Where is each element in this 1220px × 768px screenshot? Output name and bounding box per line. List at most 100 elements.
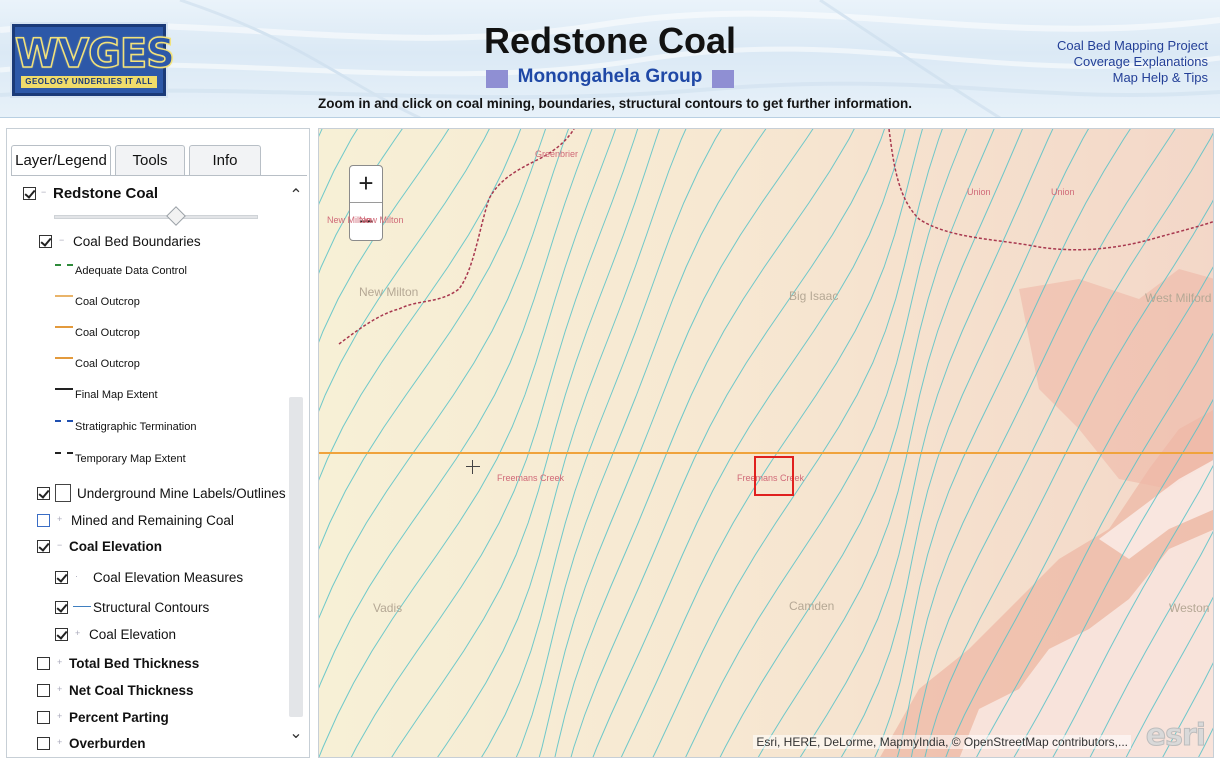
legend-label: Stratigraphic Termination: [75, 421, 197, 433]
subtitle-square-icon: [486, 70, 508, 88]
contour-line[interactable]: [550, 129, 865, 758]
contour-line[interactable]: [565, 129, 892, 758]
transparency-slider-track[interactable]: [54, 215, 258, 219]
contour-line[interactable]: [611, 129, 929, 758]
contour-line[interactable]: [319, 129, 577, 758]
layer-checkbox[interactable]: [37, 514, 50, 527]
link-coverage-explanations[interactable]: Coverage Explanations: [1073, 54, 1208, 69]
contour-line[interactable]: [829, 129, 1101, 758]
contour-line[interactable]: [1079, 129, 1214, 758]
contour-line[interactable]: [533, 129, 827, 758]
contour-line[interactable]: [746, 129, 1032, 758]
scroll-up-icon[interactable]: ⌃: [289, 187, 303, 204]
map-attribution[interactable]: Esri, HERE, DeLorme, MapmyIndia, © OpenS…: [753, 735, 1131, 749]
layer-checkbox[interactable]: [37, 684, 50, 697]
layer-checkbox[interactable]: [23, 187, 36, 200]
structural-contours[interactable]: [319, 129, 1214, 758]
county-boundary-line[interactable]: [888, 129, 1214, 251]
contour-line[interactable]: [584, 129, 911, 758]
contour-line[interactable]: [319, 129, 418, 758]
wvges-logo[interactable]: WVGES GEOLOGY UNDERLIES IT ALL: [12, 24, 176, 96]
contour-line[interactable]: [1001, 129, 1214, 758]
layer-checkbox[interactable]: [37, 711, 50, 724]
legend-label: Coal Outcrop: [75, 327, 140, 339]
layer-checkbox[interactable]: [55, 571, 68, 584]
tab-layer-legend[interactable]: Layer/Legend: [11, 145, 111, 176]
layer-checkbox[interactable]: [39, 235, 52, 248]
layer-checkbox[interactable]: [37, 657, 50, 670]
link-map-help[interactable]: Map Help & Tips: [1112, 70, 1208, 85]
map-canvas[interactable]: [319, 129, 1214, 758]
mine-outline-swatch-icon: [55, 484, 71, 502]
layer-panel-scrollbar[interactable]: ⌃ ⌄: [289, 181, 303, 753]
link-coal-bed-mapping-project[interactable]: Coal Bed Mapping Project: [1056, 38, 1208, 53]
layer-checkbox[interactable]: [37, 540, 50, 553]
place-label: Greenbrier: [535, 149, 579, 159]
subtitle-square-icon: [712, 70, 734, 88]
place-label: Camden: [789, 599, 835, 613]
layer-checkbox[interactable]: [55, 628, 68, 641]
contour-line[interactable]: [319, 129, 463, 758]
map-view[interactable]: + − New Milton New Milton New Milton Big…: [318, 128, 1214, 758]
tab-tools[interactable]: Tools: [115, 145, 185, 175]
valley-area: [1099, 460, 1213, 559]
contour-line[interactable]: [1041, 129, 1214, 758]
layer-label: Coal Elevation Measures: [93, 570, 244, 585]
expand-icon[interactable]: +: [57, 684, 63, 694]
layer-label: Coal Elevation: [89, 627, 177, 642]
expand-icon[interactable]: +: [57, 737, 63, 747]
layer-checkbox[interactable]: [37, 487, 50, 500]
collapse-icon[interactable]: −: [57, 540, 63, 550]
legend-swatch: [55, 388, 73, 390]
contour-line[interactable]: [507, 129, 781, 758]
contour-line[interactable]: [1151, 129, 1214, 758]
logo-tagline: GEOLOGY UNDERLIES IT ALL: [21, 76, 157, 88]
place-label: Big Isaac: [789, 289, 839, 303]
contour-line[interactable]: [643, 129, 951, 758]
contour-line[interactable]: [468, 129, 734, 758]
place-label: New Milton: [359, 285, 419, 299]
layer-checkbox[interactable]: [55, 601, 68, 614]
contour-line[interactable]: [319, 129, 500, 758]
contour-line[interactable]: [709, 129, 1003, 758]
selection-highlight-box[interactable]: [754, 456, 794, 496]
contour-line[interactable]: [378, 129, 667, 758]
contour-line[interactable]: [865, 129, 1144, 758]
contour-line[interactable]: [920, 129, 1214, 758]
contour-line[interactable]: [891, 129, 1189, 758]
scrollbar-thumb[interactable]: [289, 397, 303, 717]
contour-line[interactable]: [423, 129, 696, 758]
zoom-in-button[interactable]: +: [350, 166, 382, 203]
expand-icon[interactable]: +: [57, 514, 63, 524]
contour-line[interactable]: [907, 129, 1214, 758]
place-label: New Milton: [327, 215, 372, 225]
contour-line[interactable]: [319, 129, 553, 758]
contour-line[interactable]: [319, 129, 623, 758]
tab-info[interactable]: Info: [189, 145, 261, 175]
contour-line[interactable]: [675, 129, 976, 758]
transparency-slider-handle[interactable]: [166, 206, 186, 226]
legend-label: Temporary Map Extent: [75, 453, 186, 465]
contour-line-icon: [73, 606, 91, 607]
instruction-text: Zoom in and click on coal mining, bounda…: [318, 96, 913, 111]
contour-line[interactable]: [937, 129, 1214, 758]
layer-label: Mined and Remaining Coal: [71, 513, 234, 528]
layer-label: Redstone Coal: [53, 185, 159, 202]
contour-line[interactable]: [1115, 129, 1214, 758]
layer-checkbox[interactable]: [37, 737, 50, 750]
legend-swatch: [55, 357, 73, 359]
contour-line[interactable]: [319, 129, 529, 758]
zoom-out-button[interactable]: −: [358, 206, 374, 236]
expand-icon[interactable]: +: [75, 628, 81, 638]
legend-swatch: [55, 295, 73, 297]
legend-label: Final Map Extent: [75, 389, 158, 401]
expand-icon[interactable]: +: [57, 657, 63, 667]
collapse-icon[interactable]: −: [41, 187, 47, 197]
contour-line[interactable]: [340, 129, 645, 758]
collapse-icon[interactable]: −: [59, 235, 65, 245]
contour-line[interactable]: [965, 129, 1214, 758]
contour-line[interactable]: [787, 129, 1064, 758]
expand-icon[interactable]: +: [57, 711, 63, 721]
contour-line[interactable]: [319, 129, 600, 758]
scroll-down-icon[interactable]: ⌄: [289, 725, 303, 742]
